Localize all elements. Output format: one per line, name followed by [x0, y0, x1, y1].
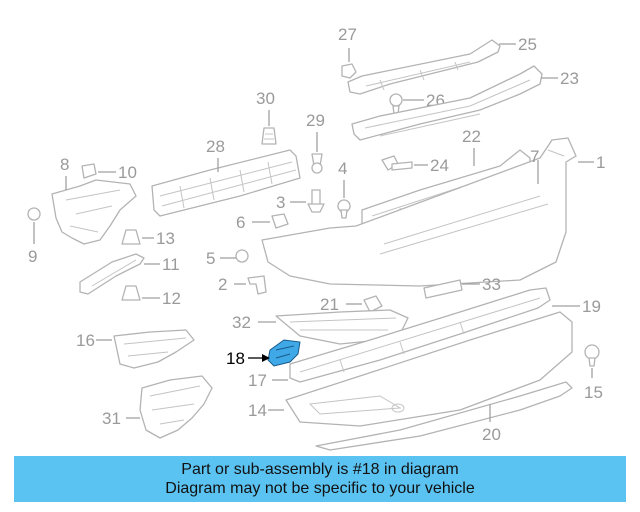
part-10-nut: 10 — [81, 163, 137, 182]
banner-line-2: Diagram may not be specific to your vehi… — [165, 480, 475, 497]
part-28-absorber: 28 — [151, 137, 301, 217]
part-12-clip: 12 — [121, 285, 181, 308]
part-30-clip: 30 — [256, 89, 277, 145]
part-11-bracket: 11 — [79, 253, 180, 295]
callout-31: 31 — [102, 409, 121, 428]
callout-32: 32 — [232, 313, 251, 332]
part-27-clip: 27 — [338, 25, 357, 79]
part-23-reinforcement: 23 — [351, 65, 579, 141]
part-7-label-line: 7 — [530, 147, 539, 184]
part-14-lower-cover: 14 — [248, 311, 573, 427]
part-19-bracket-bar: 19 — [289, 287, 601, 383]
part-20-trim-strip: 20 — [315, 381, 573, 451]
callout-6: 6 — [236, 213, 245, 232]
part-25-bracket: 25 — [347, 35, 537, 95]
callout-22: 22 — [462, 127, 481, 146]
callout-16: 16 — [76, 331, 95, 350]
callout-12: 12 — [162, 289, 181, 308]
part-15-clip: 15 — [584, 344, 603, 402]
callout-11: 11 — [162, 255, 180, 274]
callout-30: 30 — [256, 89, 275, 108]
callout-21: 21 — [320, 295, 339, 314]
part-2-bracket: 2 — [218, 275, 267, 295]
callout-19: 19 — [582, 297, 601, 316]
callout-13: 13 — [156, 229, 175, 248]
callout-3: 3 — [276, 193, 285, 212]
callout-1: 1 — [596, 153, 605, 172]
part-6-nut: 6 — [236, 213, 289, 232]
part-21-clip: 21 — [320, 295, 383, 314]
callout-27: 27 — [338, 25, 357, 44]
callout-33: 33 — [482, 275, 501, 294]
callout-29: 29 — [306, 111, 325, 130]
part-9-clip: 9 — [27, 207, 41, 266]
part-17-label-line: 17 — [248, 371, 288, 390]
part-33-reflector: 33 — [423, 275, 501, 299]
callout-14: 14 — [248, 401, 267, 420]
part-1-bumper-cover: 1 — [261, 137, 605, 287]
callout-4: 4 — [338, 159, 347, 178]
callout-20: 20 — [482, 425, 501, 444]
part-31-side-bracket: 31 — [102, 375, 213, 439]
callout-25: 25 — [518, 35, 537, 54]
callout-15: 15 — [584, 383, 603, 402]
part-16-side-piece: 16 — [76, 329, 195, 369]
callout-28: 28 — [206, 137, 225, 156]
part-13-clip: 13 — [121, 229, 175, 248]
part-8-side-bracket: 8 — [51, 155, 137, 245]
callout-9: 9 — [28, 247, 37, 266]
part-18-highlighted: 18 — [226, 339, 301, 368]
part-29-screw: 29 — [306, 111, 325, 174]
callout-8: 8 — [60, 155, 69, 174]
callout-24: 24 — [430, 156, 449, 175]
callout-18: 18 — [226, 349, 245, 368]
callout-5: 5 — [206, 249, 215, 268]
part-5-clip: 5 — [206, 249, 249, 268]
callout-7: 7 — [530, 147, 539, 166]
callout-23: 23 — [560, 69, 579, 88]
info-banner: Part or sub-assembly is #18 in diagram D… — [14, 456, 626, 502]
part-24-bolt: 24 — [381, 155, 449, 175]
callout-10: 10 — [118, 163, 137, 182]
callout-2: 2 — [218, 275, 227, 294]
banner-line-1: Part or sub-assembly is #18 in diagram — [181, 461, 459, 478]
part-4-clip: 4 — [337, 159, 351, 219]
callout-17: 17 — [248, 371, 267, 390]
part-3-screw: 3 — [276, 189, 325, 213]
